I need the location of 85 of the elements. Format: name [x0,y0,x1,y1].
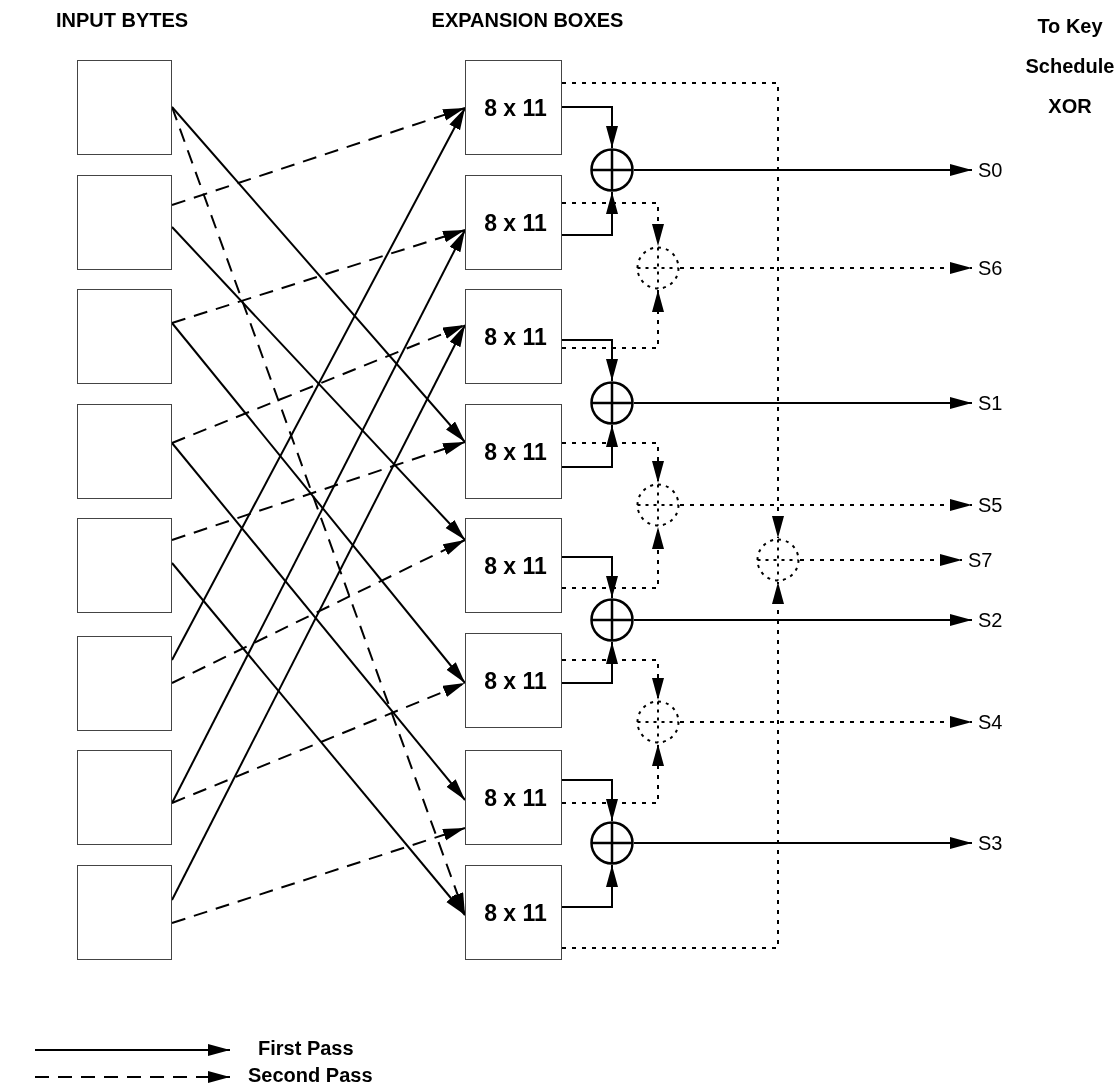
box-label: 8 x 11 [483,899,548,926]
arrow [171,441,466,541]
arrow [799,554,963,566]
arrow [171,226,466,541]
arrow [561,779,618,822]
xor-symbol [636,246,680,290]
box-label: 8 x 11 [483,784,548,811]
input-byte-box [77,404,172,499]
arrow [171,107,466,661]
arrow [561,339,618,382]
arrow [561,659,664,701]
xor-symbol [636,483,680,527]
arrow [633,164,973,176]
arrow [561,641,618,684]
arrow [679,499,973,511]
arrow [561,864,618,908]
input-byte-box [77,175,172,270]
output-label: S3 [978,831,1003,855]
arrow [171,324,466,901]
input-byte-box [77,518,172,613]
arrow [561,442,664,484]
expansion-box [465,865,562,960]
arrow [561,424,618,468]
arrow [171,107,466,206]
arrow [561,202,664,247]
arrow [171,229,466,324]
arrow [171,562,466,916]
arrow [561,82,784,539]
input-byte-box [77,636,172,731]
box-label: 8 x 11 [483,438,548,465]
legend-text: First Pass [258,1036,354,1060]
box-label: 8 x 11 [483,323,548,350]
expansion-box [465,60,562,155]
xor-symbol [590,598,634,642]
expansion-box [465,175,562,270]
expansion-box [465,633,562,728]
arrow [171,827,466,924]
output-label: S1 [978,391,1003,415]
arrow [633,837,973,849]
input-byte-box [77,289,172,384]
output-label: S4 [978,710,1003,734]
xor-symbol [590,148,634,192]
xor-symbol [636,700,680,744]
output-label: S0 [978,158,1003,182]
arrow [633,397,973,409]
arrow [171,106,466,443]
box-label: 8 x 11 [483,94,548,121]
arrow [561,106,618,149]
arrow [561,743,664,804]
arrow [561,191,618,236]
arrow [561,581,784,949]
arrow [679,262,973,274]
arrow [561,526,664,589]
arrow [561,289,664,349]
box-label: 8 x 11 [483,209,548,236]
arrow [171,106,466,916]
arrow [679,716,973,728]
input-byte-box [77,60,172,155]
xor-symbol [590,381,634,425]
xor-symbol [590,821,634,865]
output-label: S2 [978,608,1003,632]
arrow [633,614,973,626]
arrow [171,229,466,804]
arrow [171,682,466,804]
input-byte-box [77,865,172,960]
arrow [171,324,466,444]
xor-symbol [756,538,800,582]
output-label: S7 [968,548,993,572]
arrow [561,556,618,599]
heading: EXPANSION BOXES [430,8,625,32]
expansion-box [465,289,562,384]
box-label: 8 x 11 [483,667,548,694]
output-label: S5 [978,493,1003,517]
output-label: S6 [978,256,1003,280]
heading: INPUT BYTES [54,8,190,32]
legend-text: Second Pass [248,1063,373,1084]
arrow [171,442,466,801]
input-byte-box [77,750,172,845]
expansion-box [465,404,562,499]
arrow [171,539,466,684]
expansion-box [465,750,562,845]
arrow [171,322,466,684]
expansion-box [465,518,562,613]
heading: To Key Schedule XOR [1024,14,1116,119]
box-label: 8 x 11 [483,552,548,579]
